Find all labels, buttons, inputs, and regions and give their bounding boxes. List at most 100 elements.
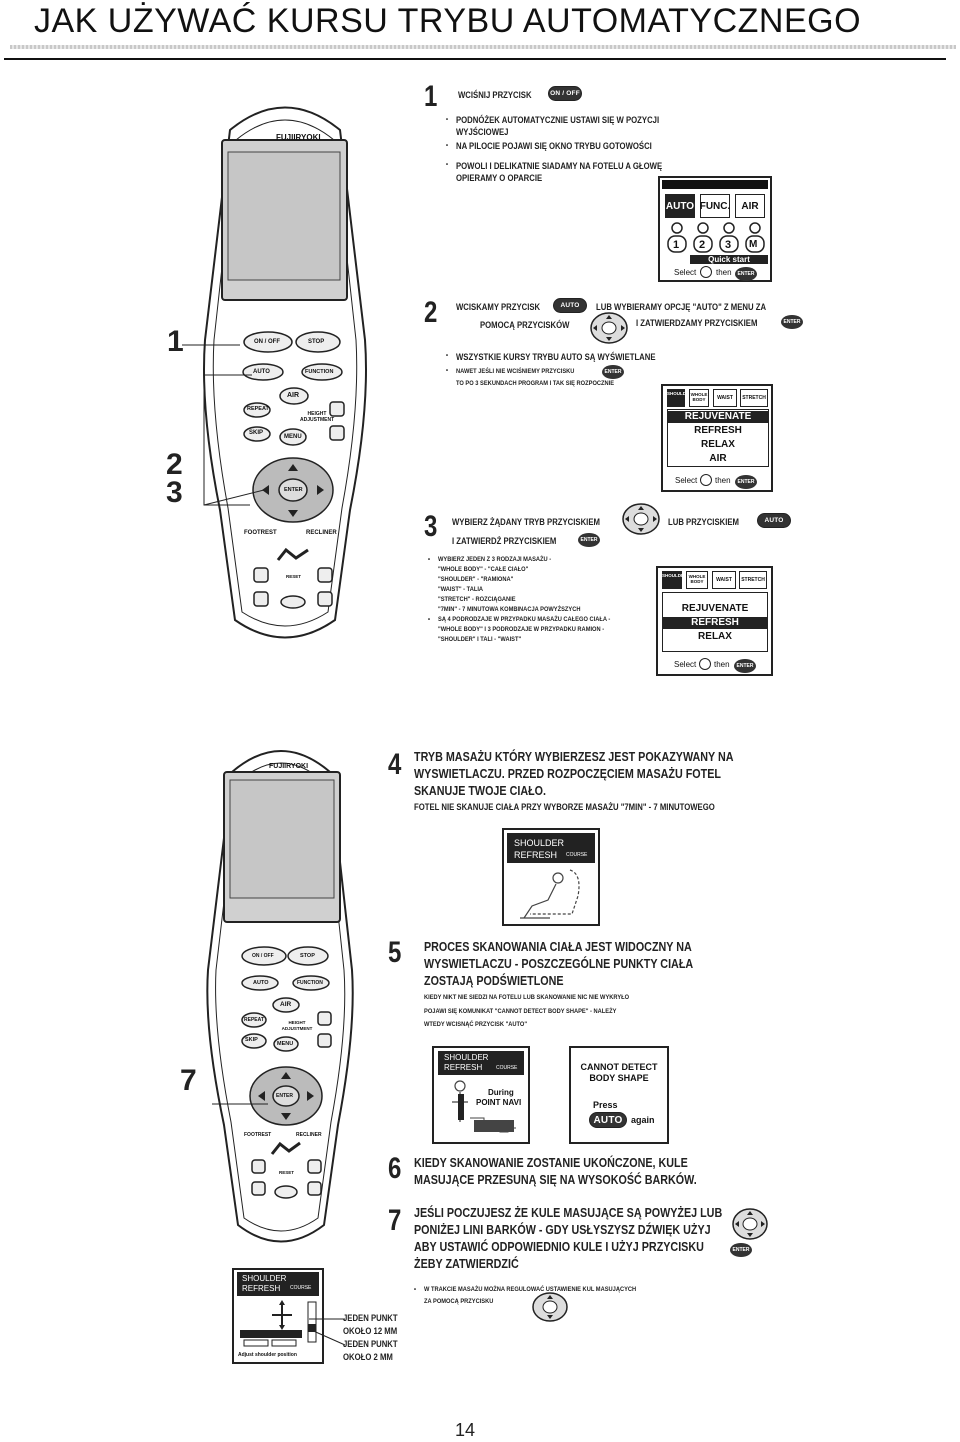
step-5-number: 5 [388, 936, 402, 969]
step-3-list-6: SĄ 4 PODRODZAJE W PRZYPADKU MASAŻU CAŁEG… [438, 616, 611, 623]
remote-on-off-button[interactable]: ON / OFF [254, 339, 280, 345]
remote-stop-button[interactable]: STOP [300, 953, 315, 959]
remote-air-button[interactable]: AIR [280, 1001, 292, 1008]
step-2-bullet-1: WSZYSTKIE KURSY TRYBU AUTO SĄ WYŚWIETLAN… [456, 352, 656, 362]
auto-pill-icon: AUTO [589, 1112, 627, 1128]
course-item-air: AIR [709, 453, 727, 464]
remote-menu-button[interactable]: MENU [277, 1041, 294, 1047]
remote-recliner-label: RECLINER [296, 1132, 322, 1138]
remote-height-label: HEIGHT ADJUSTMENT [281, 1020, 313, 1031]
auto-pill-icon: AUTO [757, 513, 791, 528]
step-7-line-4: ŻEBY ZATWIERDZIĆ [414, 1257, 519, 1271]
callout-one-point-12mm-b: OKOŁO 12 MM [343, 1326, 398, 1336]
screen-tab-air: AIR [735, 194, 765, 218]
step-3-line-1: WYBIERZ ŻĄDANY TRYB PRZYCISKIEM [452, 517, 600, 527]
remote-skip-button[interactable]: SKIP [245, 1037, 258, 1043]
remote-footrest-label: FOOTREST [244, 1132, 272, 1138]
dpad-icon [532, 1292, 568, 1322]
during-label: During [488, 1088, 514, 1097]
enter-icon: ENTER [730, 1243, 752, 1257]
remote-enter-button[interactable]: ENTER [276, 1093, 293, 1099]
remote-skip-button[interactable]: SKIP [249, 430, 264, 436]
remote-stop-button[interactable]: STOP [308, 339, 325, 345]
step-7-note-1: W TRAKCIE MASAŻU MOŻNA REGULOWAĆ USTAWIE… [424, 1286, 637, 1293]
screen-tab-func: FUNC. [700, 194, 730, 218]
course-item-refresh: REFRESH [694, 425, 742, 436]
tab-stretch: STRETCH [739, 571, 767, 589]
auto-pill-icon: AUTO [553, 298, 587, 313]
step-5-line-2: WYSWIETLACZU - POSZCZEGÓLNE PUNKTY CIAŁA [424, 957, 694, 971]
remote-air-button[interactable]: AIR [287, 392, 300, 399]
remote-reset-button[interactable]: RESET [286, 574, 302, 579]
bullet-dot: • [428, 616, 431, 623]
bullet-dot: • [428, 556, 431, 563]
remote-auto-button[interactable]: AUTO [253, 369, 270, 375]
step-3-list-5: "7MIN" - 7 MINUTOWA KOMBINACJA POWYŻSZYC… [438, 606, 581, 613]
remote-callout-7: 7 [180, 1064, 197, 1097]
step-5-line-1: PROCES SKANOWANIA CIAŁA JEST WIDOCZNY NA [424, 940, 692, 954]
remote-on-off-button[interactable]: ON / OFF [252, 953, 274, 959]
step-2-bullet-2b: TO PO 3 SEKUNDACH PROGRAM I TAK SIĘ ROZP… [456, 380, 615, 387]
step-3-list-8: "SHOULDER" I TALI - "WAIST" [438, 636, 522, 643]
step-4-note: FOTEL NIE SKANUJE CIAŁA PRZY WYBORZE MAS… [414, 802, 715, 812]
step-3-list-7: "WHOLE BODY" I 3 PODRODZAJE W PRZYPADKU … [438, 626, 605, 633]
remote-brand: FUJIIRYOKI [269, 763, 309, 770]
step-3-line-1b: LUB PRZYCISKIEM [668, 517, 739, 527]
remote-function-button[interactable]: FUNCTION [297, 980, 323, 986]
screen-header-bar [438, 1051, 524, 1075]
remote-callout-1: 1 [167, 325, 184, 358]
page-number: 14 [455, 1420, 476, 1440]
press-label: Press [593, 1100, 618, 1110]
bullet-dot: • [446, 161, 449, 168]
step-1-number: 1 [424, 80, 438, 113]
bullet-dot: • [446, 352, 449, 359]
screen-course-label: COURSE [566, 852, 588, 858]
remote-repeat-button[interactable]: REPEAT [244, 1017, 264, 1023]
screen-top-bar [662, 180, 768, 189]
step-5-line-3: ZOSTAJĄ PODŚWIETLONE [424, 974, 564, 988]
adjust-shoulder-label: Adjust shoulder position [238, 1352, 297, 1358]
callout-one-point-12mm-a: JEDEN PUNKT [343, 1313, 398, 1323]
screen-course-label: COURSE [290, 1285, 312, 1291]
screen-refresh-label: REFRESH [444, 1063, 483, 1072]
remote-menu-button[interactable]: MENU [284, 434, 302, 440]
course-list: REJUVENATE REFRESH RELAX AIR [667, 409, 769, 467]
screen-shoulder-label: SHOULDER [444, 1053, 489, 1062]
remote-function-button[interactable]: FUNCTION [305, 369, 334, 375]
remote-recliner-label: RECLINER [306, 530, 337, 536]
step-1-bullet-3b: OPIERAMY O OPARCIE [456, 173, 543, 183]
step-3-list-2: "SHOULDER" - "RAMIONA" [438, 576, 514, 583]
step-6-number: 6 [388, 1152, 402, 1185]
step-7-note-2: ZA POMOCĄ PRZYCISKU [424, 1298, 494, 1305]
step-7-callout-lines [308, 1318, 346, 1346]
selector-icon [700, 266, 712, 278]
remote-brand: FUJIIRYOKI [276, 133, 321, 142]
step-6-line-2: MASUJĄCE PRZESUNĄ SIĘ NA WYSOKOŚĆ BARKÓW… [414, 1173, 697, 1187]
then-label: then [714, 660, 730, 669]
on-off-pill-icon: ON / OFF [548, 86, 582, 101]
enter-icon: ENTER [602, 365, 624, 379]
step-4-line-2: WYSWIETLACZU. PRZED ROZPOCZĘCIEM MASAŻU … [414, 767, 721, 781]
tab-stretch: STRETCH [740, 389, 768, 407]
step-6-line-1: KIEDY SKANOWANIE ZOSTANIE UKOŃCZONE, KUL… [414, 1156, 688, 1170]
screen-shoulder-label: SHOULDER [242, 1274, 287, 1283]
tab-whole-body: WHOLE BODY [686, 571, 708, 589]
remote-enter-button[interactable]: ENTER [284, 487, 303, 493]
course-item-rejuvenate: REJUVENATE [668, 411, 768, 423]
course-item-rejuvenate: REJUVENATE [681, 603, 749, 614]
body-scan-icon [452, 1080, 516, 1133]
shoulder-position-icon [240, 1300, 317, 1347]
screen-refresh-label: REFRESH [242, 1284, 281, 1293]
bullet-dot: • [446, 142, 449, 149]
step-2-line-1b: LUB WYBIERAMY OPCJĘ "AUTO" Z MENU ZA [596, 302, 767, 312]
step-7-line-1: JEŚLI POCZUJESZ ŻE KULE MASUJĄCE SĄ POWY… [414, 1206, 723, 1220]
course-item-refresh: REFRESH [663, 617, 767, 629]
cannot-detect-label: CANNOT DETECT [580, 1062, 658, 1072]
remote-reset-button[interactable]: RESET [279, 1170, 295, 1175]
bullet-dot: • [446, 367, 449, 374]
remote-callout-3: 3 [166, 476, 183, 509]
step-7-line-3: ABY USTAWIĆ ODPOWIEDNIO KULE I UŻYJ PRZY… [414, 1240, 704, 1254]
remote-auto-button[interactable]: AUTO [253, 980, 269, 986]
user-m-label: M [749, 239, 758, 250]
remote-repeat-button[interactable]: REPEAT [247, 406, 269, 412]
